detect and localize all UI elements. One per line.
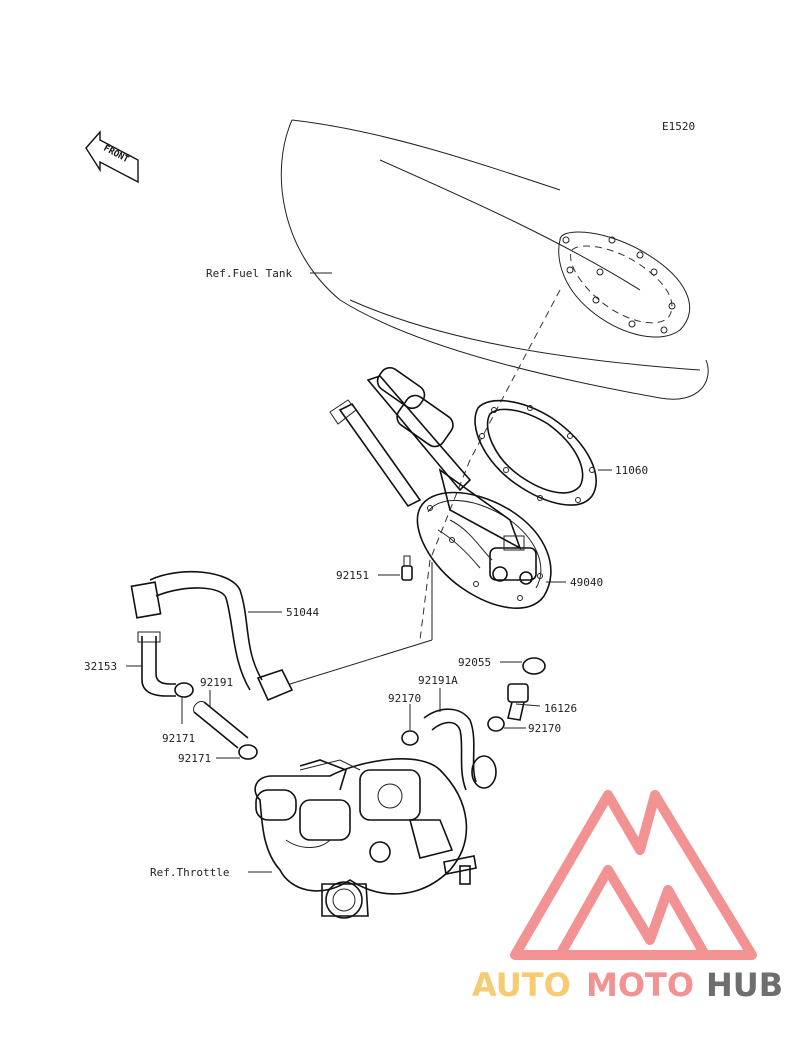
label-16126: 16126	[544, 702, 577, 715]
pipe-32153	[137, 631, 176, 697]
bolt-92151	[401, 555, 413, 581]
washer-92055	[522, 657, 546, 675]
hose-92191	[193, 701, 249, 749]
front-arrow-icon: FRONT	[85, 130, 139, 184]
label-92055: 92055	[458, 656, 491, 669]
clamp-92170-a	[401, 730, 419, 746]
label-ref-fuel-tank: Ref.Fuel Tank	[206, 267, 292, 280]
label-49040: 49040	[570, 576, 603, 589]
throttle-body	[254, 758, 477, 919]
label-51044: 51044	[286, 606, 319, 619]
label-92171-a: 92171	[162, 732, 195, 745]
clamp-92171-b	[238, 744, 258, 760]
clamp-92170-b	[487, 716, 505, 732]
pump-gasket-11060	[474, 399, 597, 506]
sensor-16126	[507, 683, 529, 721]
label-11060: 11060	[615, 464, 648, 477]
hose-92191A	[423, 708, 497, 791]
watermark-moto: MOTO	[586, 966, 694, 1004]
fuel-tank-outline	[280, 119, 709, 400]
diagram-code: E1520	[662, 120, 695, 133]
watermark-hub: HUB	[706, 966, 783, 1004]
label-92191A: 92191A	[418, 674, 458, 687]
label-ref-throttle: Ref.Throttle	[150, 866, 229, 879]
watermark-logo: AUTO MOTO HUB	[472, 790, 783, 1004]
watermark-auto: AUTO	[472, 966, 571, 1004]
leader-lines	[126, 272, 612, 873]
clamp-92171-a	[174, 682, 194, 698]
tank-gasket-upper	[558, 231, 690, 338]
fuel-hose-51044	[130, 570, 294, 702]
label-92151: 92151	[336, 569, 369, 582]
label-92191: 92191	[200, 676, 233, 689]
label-92170-a: 92170	[388, 692, 421, 705]
label-92171-b: 92171	[178, 752, 211, 765]
fuel-pump-assembly-49040	[329, 366, 552, 609]
label-92170-b: 92170	[528, 722, 561, 735]
label-32153: 32153	[84, 660, 117, 673]
